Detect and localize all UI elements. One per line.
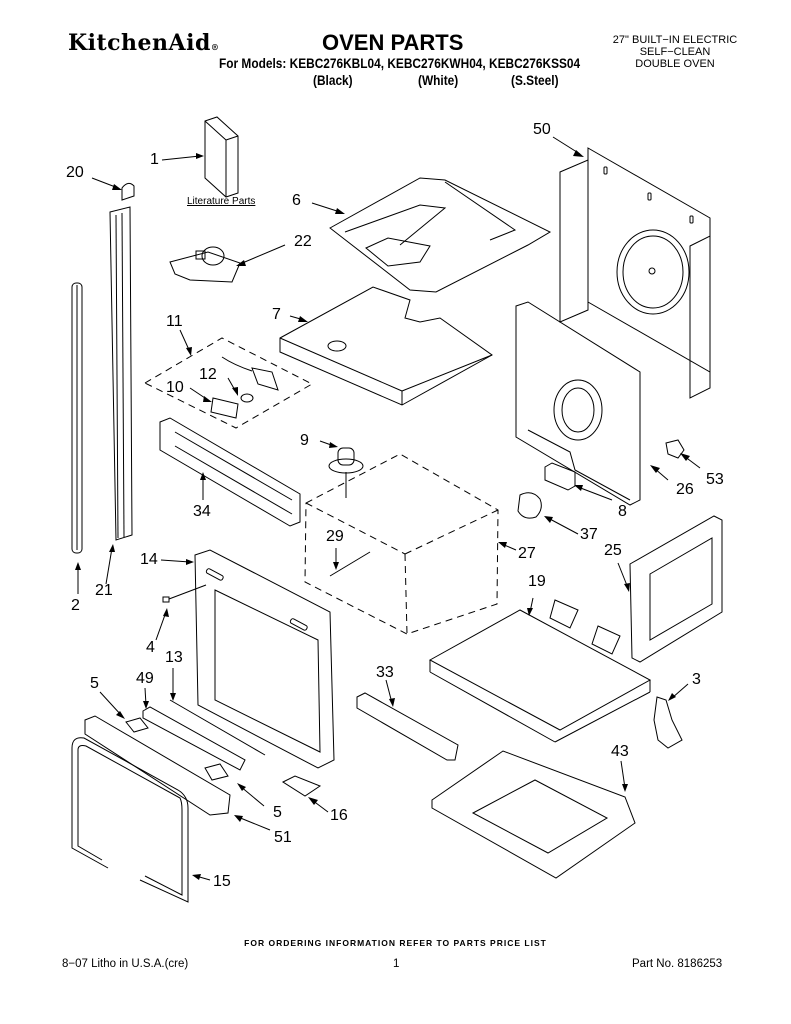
part-channel bbox=[142, 706, 246, 771]
callout-15: 15 bbox=[213, 873, 231, 890]
spec-line-1: 27" BUILT−IN ELECTRIC bbox=[612, 34, 738, 46]
part-door-frame bbox=[194, 549, 335, 769]
leader-lines bbox=[75, 136, 701, 881]
part-number: Part No. 8186253 bbox=[632, 958, 723, 970]
page-number: 1 bbox=[393, 958, 400, 970]
callout-51: 51 bbox=[274, 829, 292, 846]
callout-16: 16 bbox=[330, 807, 348, 824]
part-small-bracket bbox=[281, 775, 322, 797]
part-clip bbox=[665, 439, 685, 459]
part-side-trim bbox=[109, 206, 133, 541]
part-end-cap bbox=[121, 182, 135, 201]
part-convection-fan bbox=[328, 447, 364, 498]
callout-3: 3 bbox=[692, 671, 701, 688]
callout-8: 8 bbox=[618, 503, 627, 520]
callout-1: 1 bbox=[150, 151, 159, 168]
part-bottom-tray bbox=[431, 750, 636, 879]
part-side-panel bbox=[629, 515, 723, 663]
spec-line-2: SELF−CLEAN bbox=[639, 46, 711, 58]
callout-9: 9 bbox=[300, 432, 309, 449]
part-screw bbox=[162, 584, 207, 603]
model-color-steel: (S.Steel) bbox=[511, 73, 559, 88]
part-vent-grille bbox=[159, 417, 301, 527]
callout-10: 10 bbox=[166, 379, 184, 396]
print-info: 8−07 Litho in U.S.A.(cre) bbox=[62, 958, 189, 970]
callout-12: 12 bbox=[199, 366, 217, 383]
part-light-socket bbox=[221, 356, 279, 403]
callout-33: 33 bbox=[376, 664, 394, 681]
callout-5-upper: 5 bbox=[90, 675, 99, 692]
callout-20: 20 bbox=[66, 164, 84, 181]
part-literature-manual bbox=[204, 116, 239, 198]
callout-21: 21 bbox=[95, 582, 113, 599]
part-door-latch bbox=[169, 246, 241, 283]
callout-19: 19 bbox=[528, 573, 546, 590]
callout-2: 2 bbox=[71, 597, 80, 614]
callout-14: 14 bbox=[140, 551, 158, 568]
page-title: OVEN PARTS bbox=[322, 30, 464, 55]
callout-22: 22 bbox=[294, 233, 312, 250]
brand-name: KitchenAid bbox=[68, 30, 211, 56]
part-door-gasket-frame bbox=[71, 737, 189, 903]
part-back-panel bbox=[559, 147, 711, 399]
part-trim-rod bbox=[71, 282, 83, 554]
callout-7: 7 bbox=[272, 306, 281, 323]
callout-26: 26 bbox=[676, 481, 694, 498]
part-spacer-lower bbox=[204, 763, 229, 781]
callout-25: 25 bbox=[604, 542, 622, 559]
part-oven-cavity bbox=[304, 453, 499, 635]
callout-50: 50 bbox=[533, 121, 551, 138]
callout-29: 29 bbox=[326, 528, 344, 545]
part-insulation-block bbox=[544, 462, 576, 491]
part-seal-strip bbox=[169, 699, 266, 756]
part-temp-sensor bbox=[329, 551, 371, 577]
model-color-white: (White) bbox=[418, 73, 459, 88]
part-hinge-bracket bbox=[653, 696, 683, 749]
ordering-note: FOR ORDERING INFORMATION REFER TO PARTS … bbox=[244, 938, 547, 948]
models-line: For Models: KEBC276KBL04, KEBC276KWH04, … bbox=[219, 56, 581, 71]
spec-block: 27" BUILT−IN ELECTRIC SELF−CLEAN DOUBLE … bbox=[600, 34, 750, 70]
registered-mark: ® bbox=[210, 42, 220, 52]
callout-5-lower: 5 bbox=[273, 804, 282, 821]
literature-parts-label: Literature Parts bbox=[187, 196, 256, 207]
callout-27: 27 bbox=[518, 545, 536, 562]
part-rear-frame bbox=[515, 301, 641, 506]
model-color-black: (Black) bbox=[313, 73, 353, 88]
part-spacer-upper bbox=[125, 717, 149, 733]
brand-logo: KitchenAid® bbox=[68, 30, 219, 56]
part-gasket bbox=[517, 492, 542, 519]
callout-37: 37 bbox=[580, 526, 598, 543]
spec-line-3: DOUBLE OVEN bbox=[635, 58, 715, 70]
callout-6: 6 bbox=[292, 192, 301, 209]
part-vent-shield bbox=[329, 177, 552, 293]
callout-49: 49 bbox=[136, 670, 154, 687]
part-bottom-panel bbox=[428, 599, 652, 743]
callout-13: 13 bbox=[165, 649, 183, 666]
callout-11: 11 bbox=[166, 313, 183, 330]
callout-4: 4 bbox=[146, 639, 155, 656]
part-vent-trim bbox=[84, 715, 231, 816]
callout-34: 34 bbox=[193, 503, 211, 520]
part-top-panel bbox=[279, 286, 493, 406]
callout-53: 53 bbox=[706, 471, 724, 488]
part-support-rail bbox=[356, 692, 459, 761]
callout-43: 43 bbox=[611, 743, 629, 760]
part-light-lens bbox=[210, 397, 239, 419]
